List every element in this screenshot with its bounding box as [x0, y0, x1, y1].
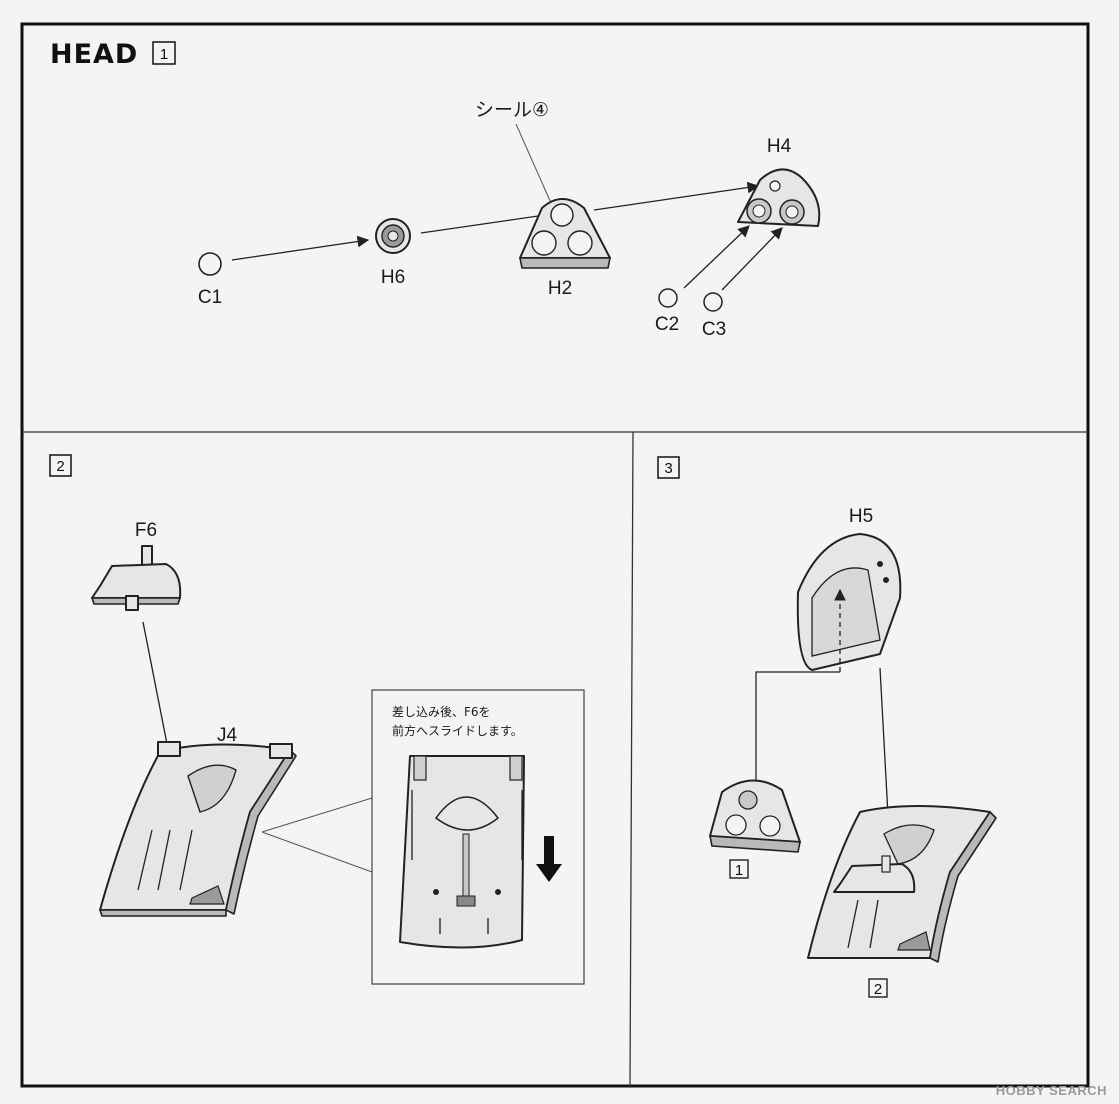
watermark: HOBBY SEARCH — [995, 1083, 1107, 1098]
part-h6 — [375, 218, 411, 254]
step3-ref2: 2 — [874, 981, 882, 998]
part-f6 — [91, 545, 182, 611]
label-f6: F6 — [135, 520, 157, 541]
label-c1: C1 — [198, 287, 222, 308]
label-h2: H2 — [548, 278, 572, 299]
step2-number-box — [49, 454, 72, 477]
callout-detail-j4-bottom — [399, 755, 525, 949]
callout-line1: 差し込み後、F6を — [392, 705, 491, 719]
part-c3 — [703, 292, 723, 312]
arrow-h2-to-h4 — [593, 181, 760, 211]
connector-step1 — [755, 671, 840, 780]
section-title: HEAD — [50, 39, 138, 70]
part-h4 — [737, 168, 821, 227]
callout-line2: 前方へスライドします。 — [392, 723, 523, 738]
step3-number: 3 — [664, 460, 672, 477]
callout-pointer — [261, 797, 373, 873]
label-c3: C3 — [702, 319, 726, 340]
step3-ref1: 1 — [735, 862, 743, 879]
outer-frame — [20, 22, 1090, 1088]
leader-seal — [515, 123, 556, 213]
step3-ref1-box — [729, 859, 749, 879]
step3-number-box — [657, 456, 680, 479]
label-h5: H5 — [849, 506, 873, 527]
label-c2: C2 — [655, 314, 679, 335]
divider-vertical — [629, 431, 634, 1087]
label-j4: J4 — [217, 725, 238, 746]
step1-number-box — [152, 41, 176, 65]
step2-panel: 2 F6 J4 差し込み後、F6を 前方へスライドします。 — [49, 454, 585, 985]
step2-assembly-ref — [807, 805, 997, 963]
step1-panel: HEAD 1 C1 H6 シール④ H2 H4 — [50, 39, 821, 340]
step2-number: 2 — [56, 458, 64, 475]
part-h5 — [796, 533, 902, 671]
part-j4 — [99, 741, 297, 917]
step1-number: 1 — [160, 46, 168, 63]
arrow-c3-to-h4 — [721, 227, 783, 291]
step3-panel: 3 H5 1 — [657, 456, 997, 998]
step3-ref2-box — [868, 978, 888, 998]
arrow-h6-to-h2 — [420, 213, 553, 234]
arrow-c1-to-h6 — [231, 235, 370, 261]
part-c1 — [198, 252, 222, 276]
arrow-c2-to-h4 — [683, 225, 750, 289]
label-h6: H6 — [381, 267, 405, 288]
step1-assembly-ref — [709, 779, 801, 853]
part-h2 — [519, 198, 611, 269]
part-c2 — [658, 288, 678, 308]
label-seal: シール④ — [475, 100, 549, 121]
label-h4: H4 — [767, 136, 792, 157]
slide-direction-arrow — [536, 836, 562, 882]
